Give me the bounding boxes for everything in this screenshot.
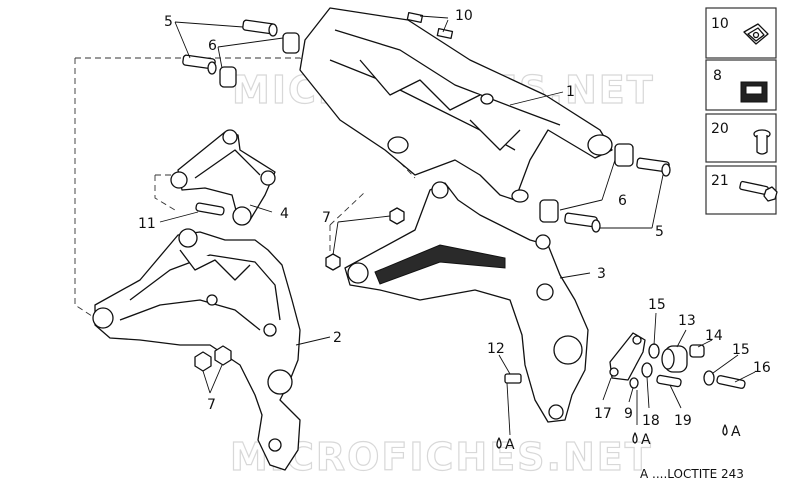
callout-16: 16 <box>753 360 771 376</box>
callout-18: 18 <box>642 413 660 429</box>
callout-1: 1 <box>566 84 575 100</box>
swingarm-pivot-nuts <box>325 207 405 271</box>
callout-11: 11 <box>138 216 156 232</box>
right-frame-casting-part <box>344 181 589 423</box>
bracket-part <box>170 129 276 226</box>
bolt-icon <box>739 180 778 202</box>
casting-screw <box>504 373 522 384</box>
left-frame-casting-part <box>92 228 301 471</box>
callout-13: 13 <box>678 313 696 329</box>
callout-19: 19 <box>674 413 692 429</box>
legend-number: 10 <box>711 16 729 32</box>
legend-box-8: 8 <box>705 59 777 111</box>
legend-box-20: 20 <box>705 113 777 163</box>
legend-box-10: 10 <box>705 7 777 59</box>
rubber-block-icon <box>740 81 768 103</box>
callout-4: 4 <box>280 206 289 222</box>
callout-9: 9 <box>624 406 633 422</box>
callout-14: 14 <box>705 328 723 344</box>
callout-5-upper: 5 <box>164 14 173 30</box>
rivet-nut-icon <box>753 129 771 155</box>
callout-10: 10 <box>455 8 473 24</box>
legend-box-21: 21 <box>705 165 778 215</box>
legend-number: 8 <box>713 68 722 84</box>
callout-7-right: 7 <box>322 210 331 226</box>
left-frame-nuts <box>194 345 232 372</box>
callout-7-left: 7 <box>207 397 216 413</box>
callout-17: 17 <box>594 406 612 422</box>
footrest-hardware-cluster <box>609 332 746 389</box>
lower-bolts-and-spacers <box>539 143 671 233</box>
loctite-mark: A <box>731 424 741 440</box>
callout-numbers: 5 6 10 1 6 5 4 11 7 3 2 7 12 15 13 14 15… <box>138 8 771 429</box>
callout-3: 3 <box>597 266 606 282</box>
callout-15-upper: 15 <box>648 297 666 313</box>
callout-2: 2 <box>333 330 342 346</box>
legend-number: 21 <box>711 173 729 189</box>
loctite-mark: A <box>641 432 651 448</box>
clip-nut-icon <box>743 23 769 45</box>
upper-bolts-and-spacers <box>182 19 300 88</box>
loctite-mark: A <box>505 437 515 453</box>
loctite-drops: A A A <box>496 424 741 453</box>
callout-5-lower: 5 <box>655 224 664 240</box>
frame-clip-nuts <box>406 11 454 40</box>
callout-12: 12 <box>487 341 505 357</box>
main-frame-part <box>299 7 613 203</box>
callout-6-upper: 6 <box>208 38 217 54</box>
callout-15-lower: 15 <box>732 342 750 358</box>
bracket-bolt <box>195 202 225 216</box>
leader-lines <box>159 15 756 436</box>
loctite-note: A ....LOCTITE 243 <box>640 467 744 481</box>
legend-number: 20 <box>711 121 729 137</box>
callout-6-lower: 6 <box>618 193 627 209</box>
watermark-bottom: MICROFICHES.NET <box>230 435 653 479</box>
